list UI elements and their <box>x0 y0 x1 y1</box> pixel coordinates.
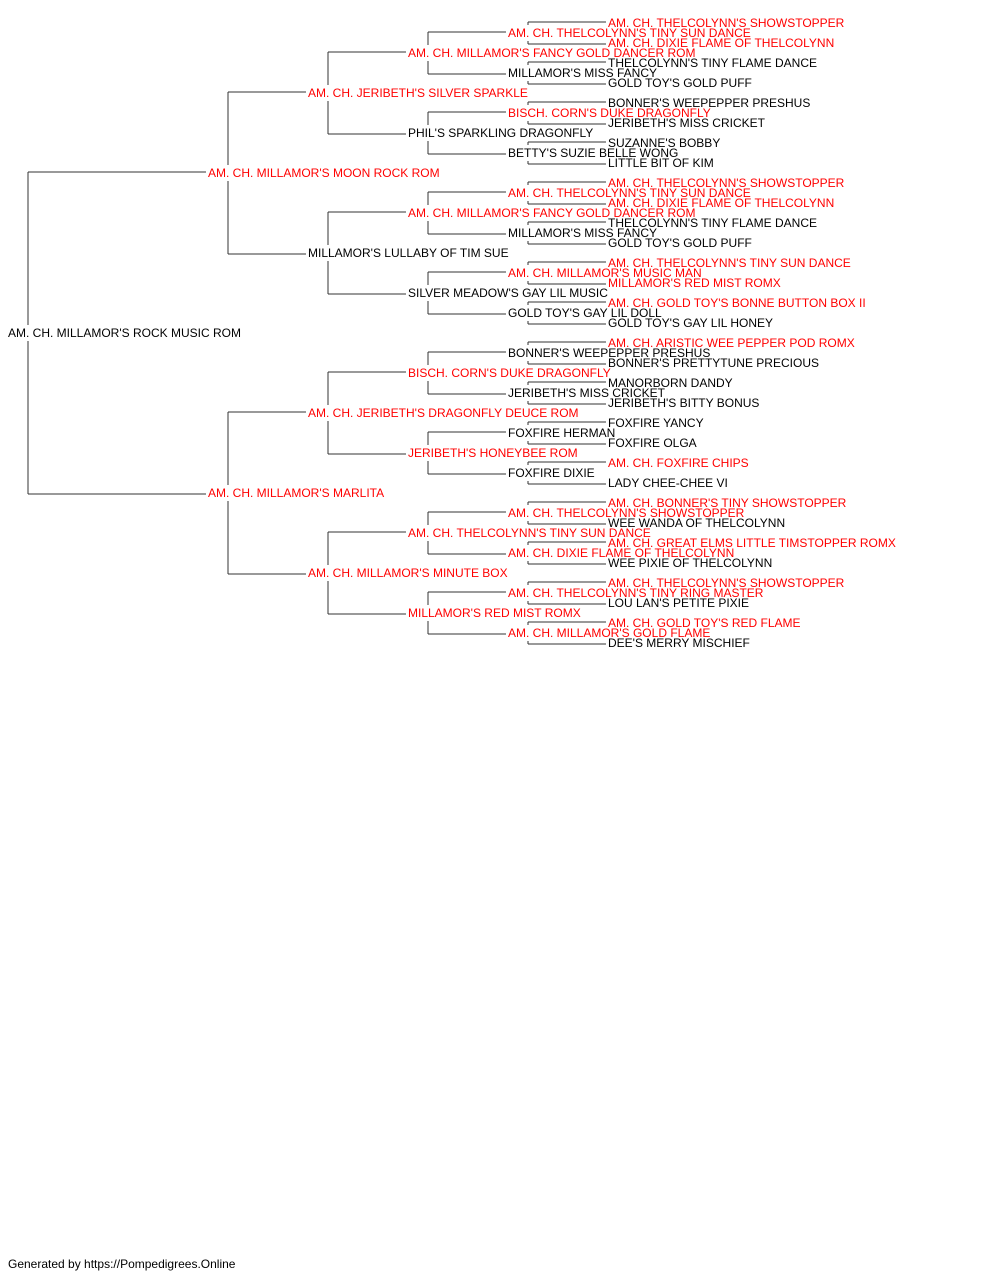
pedigree-name-dam-dam-dam-sire: AM. CH. THELCOLYNN'S TINY RING MASTER <box>508 586 764 600</box>
pedigree-name-dam-dam-dam-dam-dam: DEE'S MERRY MISCHIEF <box>608 636 750 650</box>
pedigree-name-dam-dam: AM. CH. MILLAMOR'S MINUTE BOX <box>308 566 508 580</box>
pedigree-name-sire: AM. CH. MILLAMOR'S MOON ROCK ROM <box>208 166 440 180</box>
pedigree-name-dam-sire-sire-dam-dam: JERIBETH'S BITTY BONUS <box>608 396 759 410</box>
pedigree-name-sire-sire-dam: PHIL'S SPARKLING DRAGONFLY <box>408 126 593 140</box>
pedigree-name-sire-dam-sire-dam-dam: GOLD TOY'S GOLD PUFF <box>608 236 752 250</box>
pedigree-name-sire-dam-dam: SILVER MEADOW'S GAY LIL MUSIC <box>408 286 608 300</box>
pedigree-name-sire-sire-sire-sire-sire: AM. CH. THELCOLYNN'S SHOWSTOPPER <box>608 16 845 30</box>
pedigree-name-dam-dam-sire-sire: AM. CH. THELCOLYNN'S SHOWSTOPPER <box>508 506 745 520</box>
pedigree-name-dam-dam-sire-dam: AM. CH. DIXIE FLAME OF THELCOLYNN <box>508 546 734 560</box>
pedigree-name-dam-dam-sire-dam-sire: AM. CH. GREAT ELMS LITTLE TIMSTOPPER ROM… <box>608 536 896 550</box>
generated-by-footer: Generated by https://Pompedigrees.Online <box>8 1257 236 1271</box>
pedigree-name-dam-dam-dam-sire-sire: AM. CH. THELCOLYNN'S SHOWSTOPPER <box>608 576 845 590</box>
pedigree-name-sire-dam: MILLAMOR'S LULLABY OF TIM SUE <box>308 246 509 260</box>
pedigree-name-sire-sire-sire-dam-dam: GOLD TOY'S GOLD PUFF <box>608 76 752 90</box>
pedigree-name-dam: AM. CH. MILLAMOR'S MARLITA <box>208 486 384 500</box>
pedigree-name-sire-dam-sire-sire-dam: AM. CH. DIXIE FLAME OF THELCOLYNN <box>608 196 834 210</box>
pedigree-name-sire-sire-sire-sire: AM. CH. THELCOLYNN'S TINY SUN DANCE <box>508 26 751 40</box>
pedigree-name-sire-sire-sire-dam: MILLAMOR'S MISS FANCY <box>508 66 657 80</box>
pedigree-name-dam-sire: AM. CH. JERIBETH'S DRAGONFLY DEUCE ROM <box>308 406 579 420</box>
pedigree-name-sire-sire-dam-dam: BETTY'S SUZIE BELLE WONG <box>508 146 678 160</box>
pedigree-name-dam-dam-dam-dam: AM. CH. MILLAMOR'S GOLD FLAME <box>508 626 710 640</box>
pedigree-name-dam-sire-dam-dam-sire: AM. CH. FOXFIRE CHIPS <box>608 456 749 470</box>
pedigree-name-sire-sire-dam-sire-dam: JERIBETH'S MISS CRICKET <box>608 116 766 130</box>
pedigree-name-sire-dam-sire-sire-sire: AM. CH. THELCOLYNN'S SHOWSTOPPER <box>608 176 845 190</box>
pedigree-name-sire-sire-dam-dam-dam: LITTLE BIT OF KIM <box>608 156 714 170</box>
pedigree-name-sire-sire-dam-sire: BISCH. CORN'S DUKE DRAGONFLY <box>508 106 711 120</box>
pedigree-name-dam-sire-sire-sire-dam: BONNER'S PRETTYTUNE PRECIOUS <box>608 356 819 370</box>
pedigree-name-sire-sire-dam-dam-sire: SUZANNE'S BOBBY <box>608 136 720 150</box>
pedigree-name-dam-sire-sire-dam-sire: MANORBORN DANDY <box>608 376 733 390</box>
pedigree-name-dam-dam-dam-sire-dam: LOU LAN'S PETITE PIXIE <box>608 596 749 610</box>
pedigree-name-dam-sire-dam-dam-dam: LADY CHEE-CHEE VI <box>608 476 728 490</box>
pedigree-name-dam-dam-sire-dam-dam: WEE PIXIE OF THELCOLYNN <box>608 556 772 570</box>
pedigree-name-sire-dam-dam-sire: AM. CH. MILLAMOR'S MUSIC MAN <box>508 266 702 280</box>
pedigree-name-sire-dam-dam-sire-sire: AM. CH. THELCOLYNN'S TINY SUN DANCE <box>608 256 851 270</box>
pedigree-name-dam-sire-dam-sire-sire: FOXFIRE YANCY <box>608 416 704 430</box>
pedigree-name-dam-sire-dam-sire-dam: FOXFIRE OLGA <box>608 436 697 450</box>
pedigree-name-sire-dam-sire-dam-sire: THELCOLYNN'S TINY FLAME DANCE <box>608 216 817 230</box>
pedigree-name-dam-dam-dam-dam-sire: AM. CH. GOLD TOY'S RED FLAME <box>608 616 801 630</box>
pedigree-name-dam-sire-sire: BISCH. CORN'S DUKE DRAGONFLY <box>408 366 611 380</box>
pedigree-name-sire-sire-sire-sire-dam: AM. CH. DIXIE FLAME OF THELCOLYNN <box>608 36 834 50</box>
pedigree-name-sire-dam-sire-dam: MILLAMOR'S MISS FANCY <box>508 226 657 240</box>
pedigree-name-dam-sire-sire-sire-sire: AM. CH. ARISTIC WEE PEPPER POD ROMX <box>608 336 855 350</box>
pedigree-name-sire-dam-dam-dam-dam: GOLD TOY'S GAY LIL HONEY <box>608 316 773 330</box>
pedigree-name-dam-dam-sire-sire-dam: WEE WANDA OF THELCOLYNN <box>608 516 785 530</box>
pedigree-name-sire-sire-sire: AM. CH. MILLAMOR'S FANCY GOLD DANCER ROM <box>408 46 695 60</box>
pedigree-name-dam-sire-dam: JERIBETH'S HONEYBEE ROM <box>408 446 578 460</box>
pedigree-name-dam-dam-dam: MILLAMOR'S RED MIST ROMX <box>408 606 581 620</box>
pedigree-name-sire-dam-dam-sire-dam: MILLAMOR'S RED MIST ROMX <box>608 276 781 290</box>
pedigree-name-sire-dam-sire: AM. CH. MILLAMOR'S FANCY GOLD DANCER ROM <box>408 206 695 220</box>
pedigree-name-sire-sire: AM. CH. JERIBETH'S SILVER SPARKLE <box>308 86 528 100</box>
pedigree-name-dam-sire-dam-dam: FOXFIRE DIXIE <box>508 466 595 480</box>
pedigree-name-sire-dam-sire-sire: AM. CH. THELCOLYNN'S TINY SUN DANCE <box>508 186 751 200</box>
pedigree-name-sire-sire-sire-dam-sire: THELCOLYNN'S TINY FLAME DANCE <box>608 56 817 70</box>
pedigree-name-dam-dam-sire-sire-sire: AM. CH. BONNER'S TINY SHOWSTOPPER <box>608 496 847 510</box>
pedigree-name-dam-sire-sire-dam: JERIBETH'S MISS CRICKET <box>508 386 666 400</box>
pedigree-name-sire-dam-dam-dam: GOLD TOY'S GAY LIL DOLL <box>508 306 662 320</box>
pedigree-name-dam-sire-dam-sire: FOXFIRE HERMAN <box>508 426 615 440</box>
pedigree-name: AM. CH. MILLAMOR'S ROCK MUSIC ROM <box>8 326 241 340</box>
pedigree-name-dam-dam-sire: AM. CH. THELCOLYNN'S TINY SUN DANCE <box>408 526 651 540</box>
pedigree-name-sire-sire-dam-sire-sire: BONNER'S WEEPEPPER PRESHUS <box>608 96 810 110</box>
pedigree-name-sire-dam-dam-dam-sire: AM. CH. GOLD TOY'S BONNE BUTTON BOX II <box>608 296 866 310</box>
pedigree-name-dam-sire-sire-sire: BONNER'S WEEPEPPER PRESHUS <box>508 346 710 360</box>
